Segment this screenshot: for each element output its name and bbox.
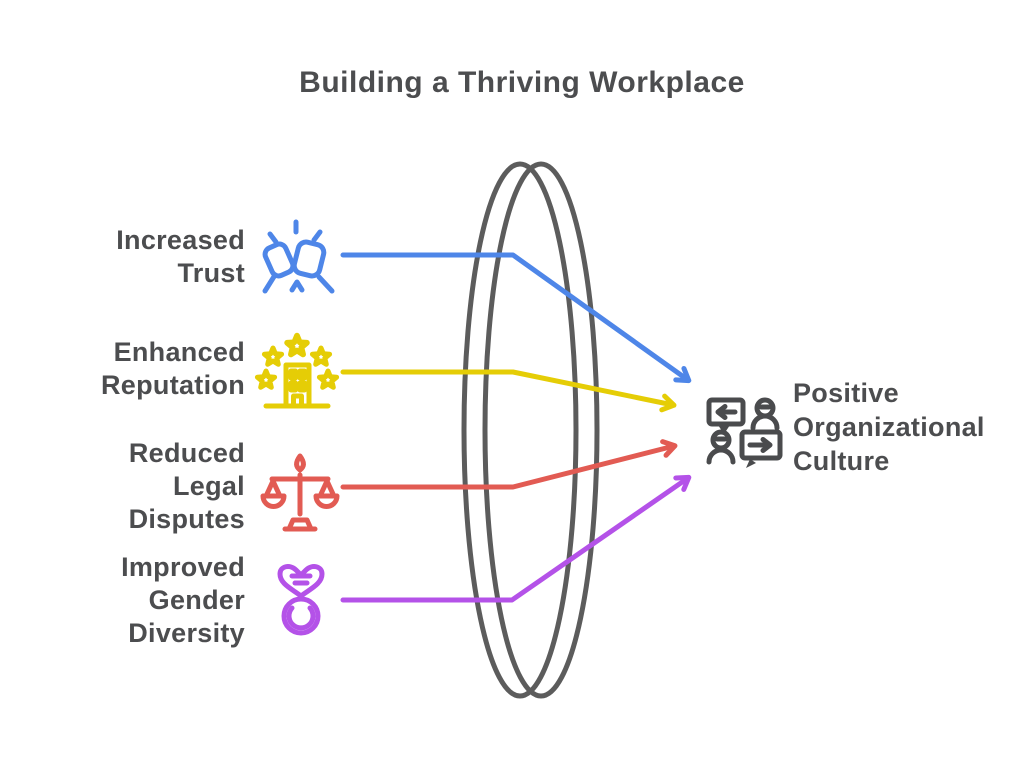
arrow-reduced-legal-disputes: [340, 439, 678, 490]
factor-label-enhanced-reputation: Enhanced Reputation: [101, 337, 245, 400]
page-title: Building a Thriving Workplace: [299, 66, 745, 99]
fist-bump-icon: [262, 218, 336, 296]
arrow-improved-gender-diversity: [340, 474, 692, 603]
outcome-label-positive-organizational-culture: Positive Organizational Culture: [793, 378, 985, 476]
people-conversation-icon: [706, 392, 784, 468]
factor-label-improved-gender-diversity: Improved Gender Diversity: [121, 552, 245, 648]
heart-ring-icon: [272, 562, 330, 638]
arrow-increased-trust: [340, 252, 692, 384]
arrow-enhanced-reputation: [340, 369, 677, 413]
factor-label-reduced-legal-disputes: Reduced Legal Disputes: [128, 438, 245, 534]
factor-label-increased-trust: Increased Trust: [116, 225, 245, 288]
building-stars-icon: [258, 334, 336, 412]
lens-shape: [461, 161, 600, 699]
justice-scales-icon: [260, 452, 340, 536]
